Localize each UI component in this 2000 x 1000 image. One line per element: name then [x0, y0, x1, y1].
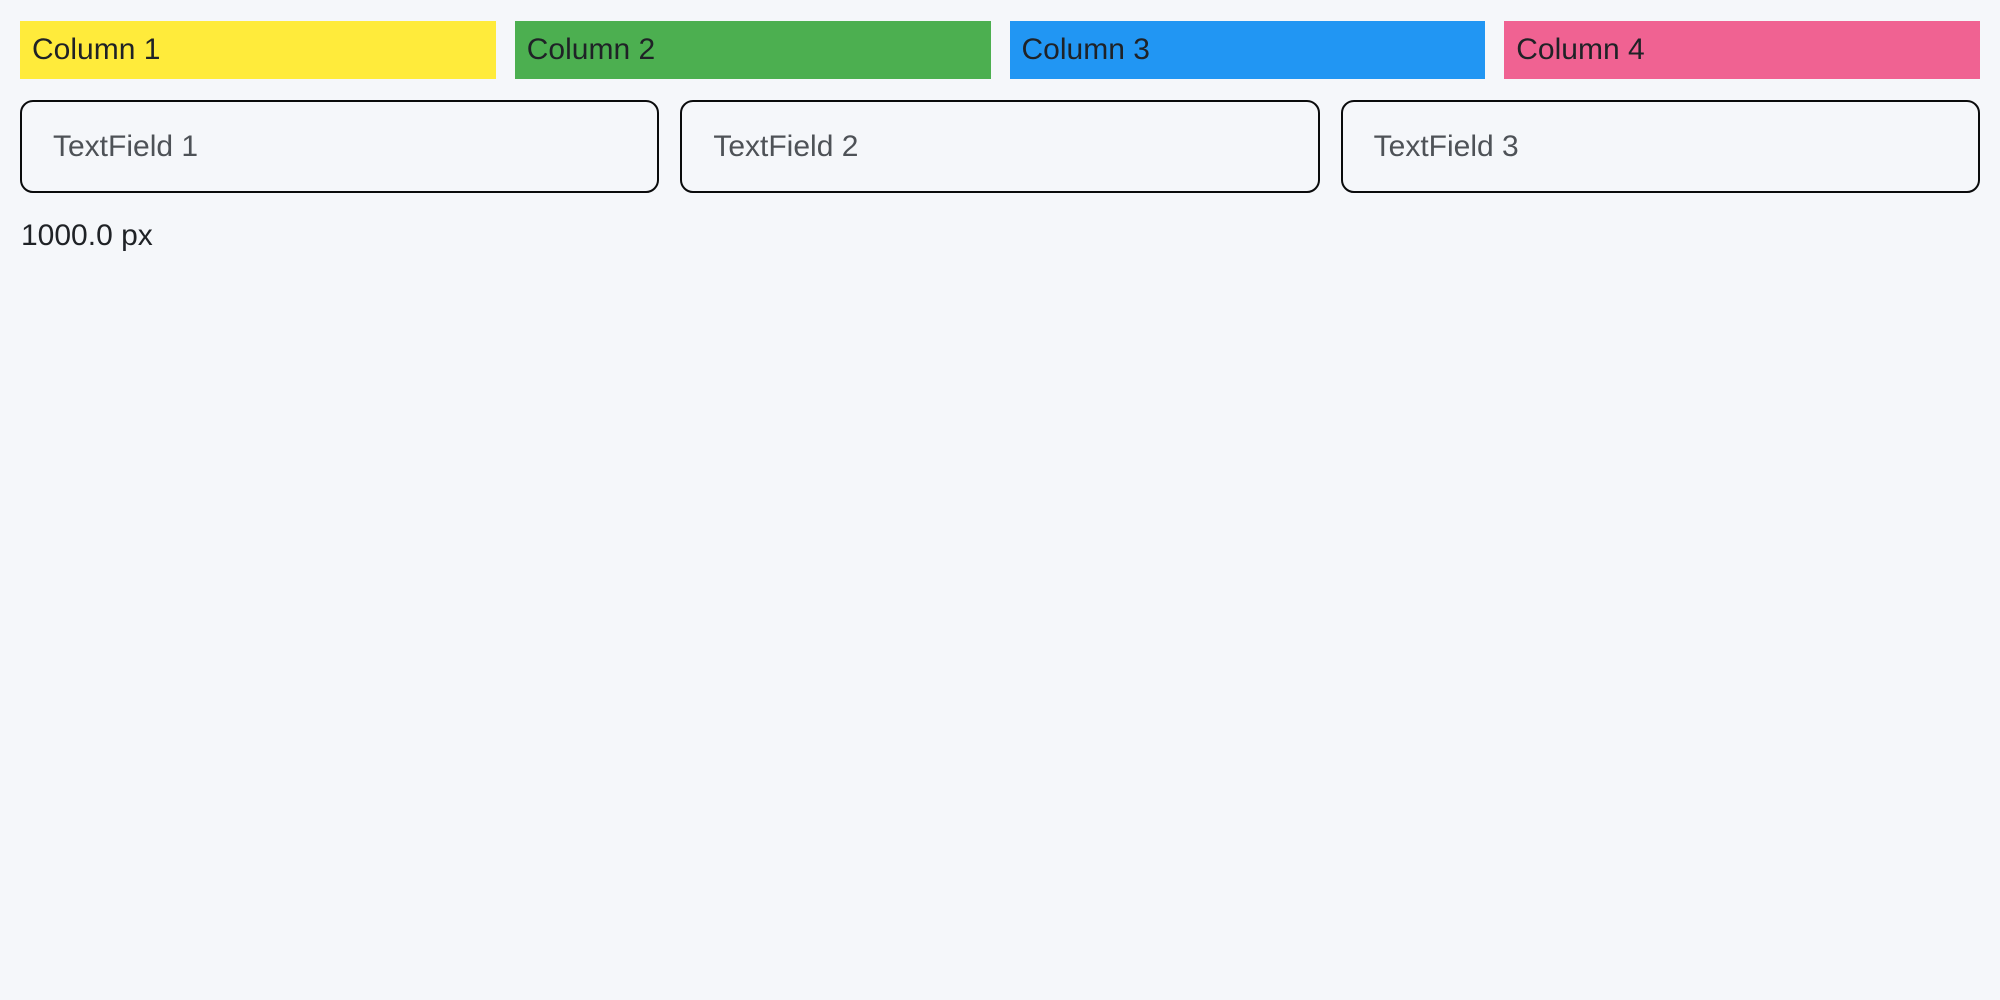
column-block-4: Column 4	[1504, 21, 1980, 79]
column-1-label: Column 1	[32, 33, 161, 66]
column-4-label: Column 4	[1516, 33, 1645, 66]
column-block-1: Column 1	[20, 21, 496, 79]
column-headers-row: Column 1 Column 2 Column 3 Column 4	[0, 0, 2000, 79]
textfield-3[interactable]	[1340, 100, 1980, 193]
textfield-2[interactable]	[680, 100, 1320, 193]
column-3-label: Column 3	[1021, 33, 1150, 66]
textfields-row	[0, 79, 2000, 193]
column-2-label: Column 2	[526, 33, 656, 66]
textfield-1[interactable]	[20, 100, 660, 193]
column-block-3: Column 3	[1009, 21, 1486, 79]
density-label: 1000.0 px	[21, 219, 153, 252]
column-block-2: Column 2	[514, 21, 991, 79]
